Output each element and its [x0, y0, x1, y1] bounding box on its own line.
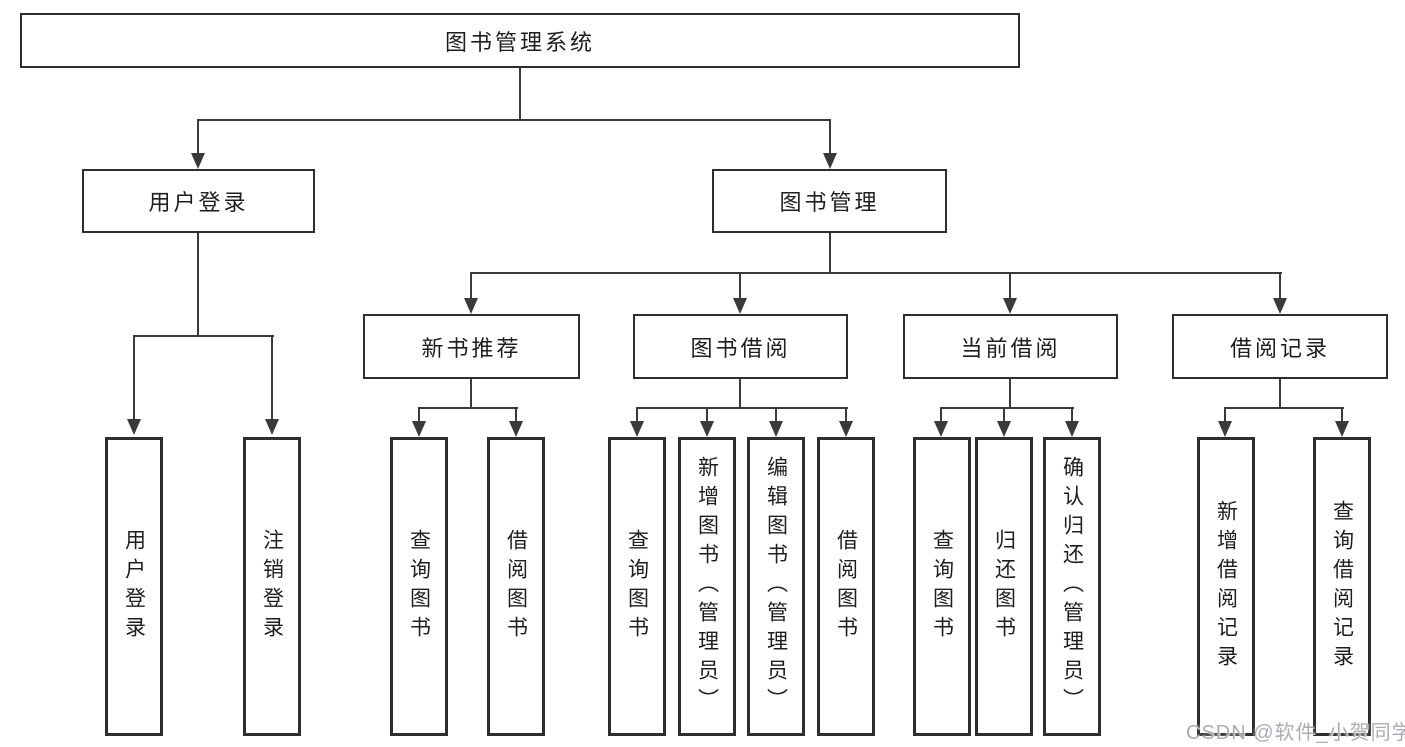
- arrow-to-new-books: [464, 272, 478, 314]
- arrow-br-leaf-2: [1335, 407, 1349, 437]
- arrowhead-down-icon: [823, 153, 837, 169]
- connector-root-stem: [519, 68, 521, 120]
- connector-current-borrow-stem: [1009, 379, 1011, 408]
- arrowhead-down-icon: [265, 419, 279, 435]
- arrow-to-borrow-records: [1273, 272, 1287, 314]
- node-current-borrow: 当前借阅: [903, 314, 1118, 379]
- node-root: 图书管理系统: [20, 13, 1020, 68]
- csdn-watermark: CSDN @软件_小贺同学: [1186, 722, 1405, 744]
- leaf-br-query-record: 查询借阅记录: [1313, 437, 1371, 736]
- arrowhead-down-icon: [127, 419, 141, 435]
- leaf-nb-query-books: 查询图书: [390, 437, 448, 736]
- arrow-stem: [133, 335, 135, 420]
- node-book-mgmt: 图书管理: [712, 169, 947, 233]
- connector-book-mgmt-split: [470, 272, 1282, 274]
- arrowhead-down-icon: [412, 421, 426, 437]
- arrowhead-down-icon: [1065, 421, 1079, 437]
- connector-current-borrow-split: [940, 407, 1074, 409]
- connector-book-mgmt-stem: [829, 233, 831, 274]
- arrow-nb-leaf-2: [509, 407, 523, 437]
- arrow-stem: [775, 407, 777, 422]
- connector-book-borrow-split: [636, 407, 848, 409]
- leaf-cb-query-books: 查询图书: [913, 437, 971, 736]
- arrow-stem: [418, 407, 420, 422]
- arrow-bb-leaf-1: [630, 407, 644, 437]
- arrow-stem: [1341, 407, 1343, 422]
- arrowhead-down-icon: [1335, 421, 1349, 437]
- leaf-bb-query-books: 查询图书: [608, 437, 666, 736]
- leaf-bb-edit-books-admin: 编辑图书（管理员）: [747, 437, 805, 736]
- arrow-to-leaf-logout: [265, 335, 279, 435]
- arrow-stem: [1009, 272, 1011, 299]
- arrow-stem: [940, 407, 942, 422]
- arrow-stem: [1224, 407, 1226, 422]
- node-book-borrow: 图书借阅: [633, 314, 848, 379]
- arrow-bb-leaf-4: [839, 407, 853, 437]
- connector-book-borrow-stem: [739, 379, 741, 408]
- arrowhead-down-icon: [839, 421, 853, 437]
- arrow-to-current-borrow: [1003, 272, 1017, 314]
- connector-new-books-stem: [470, 379, 472, 408]
- leaf-bb-borrow-books: 借阅图书: [817, 437, 875, 736]
- arrowhead-down-icon: [733, 298, 747, 314]
- arrow-stem: [515, 407, 517, 422]
- connector-borrow-records-split: [1224, 407, 1344, 409]
- arrow-stem: [197, 119, 199, 154]
- arrow-stem: [271, 335, 273, 420]
- leaf-nb-borrow-books: 借阅图书: [487, 437, 545, 736]
- arrow-stem: [1003, 407, 1005, 422]
- arrowhead-down-icon: [630, 421, 644, 437]
- arrow-nb-leaf-1: [412, 407, 426, 437]
- arrow-stem: [636, 407, 638, 422]
- leaf-cb-confirm-return-admin: 确认归还（管理员）: [1043, 437, 1101, 736]
- leaf-cb-return-books: 归还图书: [975, 437, 1033, 736]
- arrowhead-down-icon: [769, 421, 783, 437]
- arrowhead-down-icon: [191, 153, 205, 169]
- arrow-to-leaf-user-login: [127, 335, 141, 435]
- node-user-login: 用户登录: [82, 169, 315, 233]
- leaf-bb-add-books-admin: 新增图书（管理员）: [678, 437, 736, 736]
- arrow-br-leaf-1: [1218, 407, 1232, 437]
- node-borrow-records: 借阅记录: [1172, 314, 1388, 379]
- connector-borrow-records-stem: [1279, 379, 1281, 408]
- leaf-logout: 注销登录: [243, 437, 301, 736]
- arrow-cb-leaf-3: [1065, 407, 1079, 437]
- arrow-bb-leaf-3: [769, 407, 783, 437]
- connector-user-login-stem: [197, 233, 199, 336]
- arrow-cb-leaf-2: [997, 407, 1011, 437]
- connector-user-login-split: [133, 335, 274, 337]
- arrow-to-book-mgmt: [823, 119, 837, 169]
- arrow-to-book-borrow: [733, 272, 747, 314]
- arrow-stem: [470, 272, 472, 299]
- arrow-bb-leaf-2: [700, 407, 714, 437]
- arrow-cb-leaf-1: [934, 407, 948, 437]
- arrowhead-down-icon: [1003, 298, 1017, 314]
- arrowhead-down-icon: [509, 421, 523, 437]
- arrowhead-down-icon: [997, 421, 1011, 437]
- arrow-stem: [706, 407, 708, 422]
- arrowhead-down-icon: [934, 421, 948, 437]
- leaf-br-add-record: 新增借阅记录: [1197, 437, 1255, 736]
- node-new-books: 新书推荐: [363, 314, 580, 379]
- arrowhead-down-icon: [1218, 421, 1232, 437]
- arrow-stem: [1071, 407, 1073, 422]
- arrowhead-down-icon: [1273, 298, 1287, 314]
- arrowhead-down-icon: [464, 298, 478, 314]
- arrow-stem: [1279, 272, 1281, 299]
- connector-root-split: [197, 119, 831, 121]
- arrow-stem: [829, 119, 831, 154]
- arrow-to-user-login: [191, 119, 205, 169]
- arrowhead-down-icon: [700, 421, 714, 437]
- leaf-user-login: 用户登录: [105, 437, 163, 736]
- connector-new-books-split: [418, 407, 518, 409]
- arrow-stem: [739, 272, 741, 299]
- arrow-stem: [845, 407, 847, 422]
